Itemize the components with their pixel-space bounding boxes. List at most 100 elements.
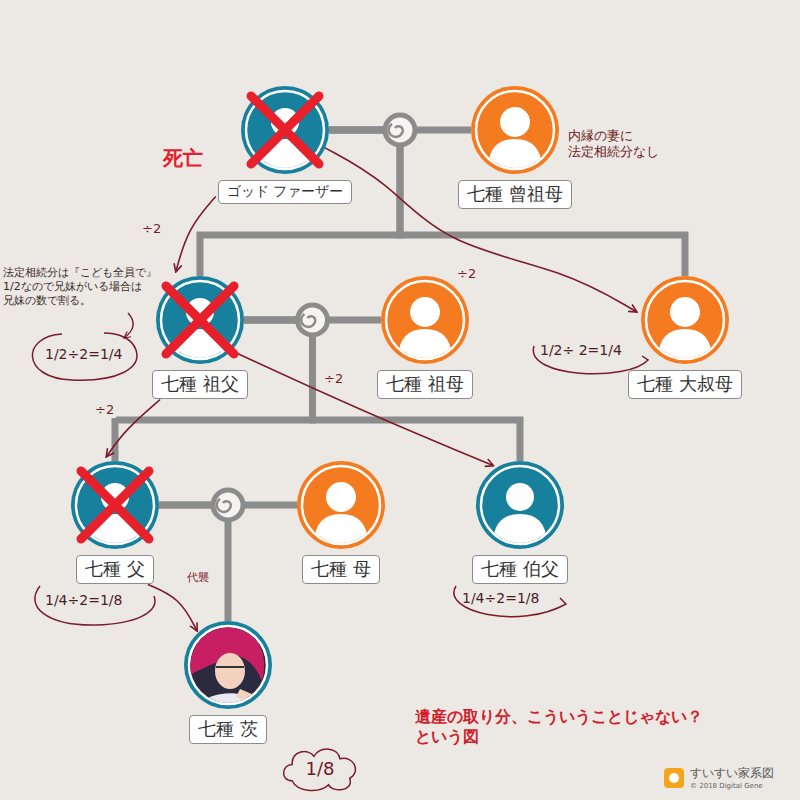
silhouette-head [410, 297, 440, 327]
share-formula: 1/4÷2=1/8 [462, 590, 539, 608]
avatar-disc [481, 466, 559, 544]
person-node: 七種 大叔母 [628, 276, 742, 399]
marriage-ring [385, 115, 415, 145]
edge-label: ÷2 [93, 402, 116, 418]
family-line [200, 130, 400, 276]
person-avatar [471, 86, 559, 174]
avatar-ring [381, 276, 469, 364]
ring-swirl [389, 124, 403, 137]
person-avatar [641, 276, 729, 364]
watermark-text: すいすい家系図 [690, 766, 774, 781]
caption-text: 遺産の取り分、こういうことじゃない？ という図 [415, 707, 715, 747]
ring-circle [213, 490, 243, 520]
person-node: 七種 祖父 [152, 276, 248, 399]
marriage-ring [213, 490, 243, 520]
silhouette-head [506, 483, 534, 511]
name-label: 七種 茨 [189, 715, 267, 744]
silhouette-body [398, 329, 452, 360]
name-label: 七種 伯父 [472, 555, 568, 584]
avatar-ring [184, 621, 272, 709]
edge-label: ÷2 [455, 266, 478, 282]
avatar-disc [646, 281, 724, 359]
ring-swirl [301, 314, 315, 327]
avatar-ring [476, 461, 564, 549]
person-avatar [156, 276, 244, 364]
person-node: 七種 父 [71, 461, 159, 584]
avatar-disc [189, 626, 267, 704]
avatar-ring [71, 461, 159, 549]
person-node: 七種 祖母 [377, 276, 473, 399]
name-label: 七種 母 [302, 555, 380, 584]
share-arrow [148, 585, 197, 632]
person-node: 七種 茨 [184, 621, 272, 744]
silhouette-body [314, 514, 368, 545]
note-text: 法定相続分は『こども全員で』 1/2なので兄妹がいる場合は 兄妹の数で割る。 [3, 266, 165, 307]
name-label: 七種 父 [76, 555, 154, 584]
silhouette-body [488, 139, 542, 170]
person-node: 七種 曾祖母 [458, 86, 572, 209]
avatar-disc [476, 91, 554, 169]
share-arrow [325, 148, 637, 312]
edge-label: 代襲 [185, 571, 211, 584]
ring-circle [385, 115, 415, 145]
share-value: 1/8 [306, 758, 335, 779]
silhouette-head [500, 107, 530, 137]
name-label: 七種 祖父 [152, 370, 248, 399]
person-avatar [71, 461, 159, 549]
silhouette-head [326, 482, 356, 512]
person-avatar [184, 621, 272, 709]
silhouette-head [670, 297, 700, 327]
ring-swirl [217, 499, 231, 512]
avatar-disc [76, 466, 154, 544]
hand-oval [35, 586, 155, 625]
death-cross [166, 286, 234, 354]
bubble-outline [283, 749, 355, 790]
family-line [244, 320, 520, 461]
arm-shape [236, 689, 268, 709]
family-line [159, 505, 228, 621]
avatar-ring [241, 86, 329, 174]
avatar-ring [156, 276, 244, 364]
logo-dot [669, 773, 679, 783]
avatar-ring [641, 276, 729, 364]
person-avatar [476, 461, 564, 549]
share-formula: 1/2÷2=1/4 [45, 346, 122, 364]
person-avatar [241, 86, 329, 174]
hand-oval [32, 333, 136, 380]
edge-label: ÷2 [140, 221, 163, 237]
hand-oval [454, 586, 566, 617]
ring-circle [298, 305, 328, 335]
name-label: 七種 大叔母 [628, 370, 742, 399]
silhouette-body [658, 329, 712, 360]
share-bubble: 1/8 [280, 744, 361, 793]
person-node: 七種 母 [297, 461, 385, 584]
note-text: 内縁の妻に 法定相続分なし [568, 128, 668, 161]
avatar-disc [161, 281, 239, 359]
leader-arrow [124, 313, 133, 338]
glasses-line [216, 666, 244, 668]
share-arrow [232, 351, 494, 466]
logo-mark [664, 768, 684, 788]
share-formula: 1/2÷ 2=1/4 [540, 342, 622, 360]
silhouette-body [493, 514, 547, 545]
status-note: 死亡 [163, 146, 203, 171]
person-avatar [297, 461, 385, 549]
name-label: ゴッド ファーザー [218, 180, 352, 204]
avatar-disc [386, 281, 464, 359]
person-node: 七種 伯父 [472, 461, 568, 584]
avatar-ring [471, 86, 559, 174]
face-shape [215, 653, 245, 689]
death-cross [81, 471, 149, 539]
share-formula: 1/4÷2=1/8 [45, 592, 122, 610]
name-label: 七種 曾祖母 [458, 180, 572, 209]
name-label: 七種 祖母 [377, 370, 473, 399]
edge-label: ÷2 [322, 371, 345, 387]
family-line [115, 320, 312, 461]
watermark-text: © 2018 Digital Gene [690, 782, 763, 791]
marriage-ring [298, 305, 328, 335]
avatar-disc [246, 91, 324, 169]
share-arrow [176, 196, 216, 272]
body-shape [198, 693, 262, 709]
